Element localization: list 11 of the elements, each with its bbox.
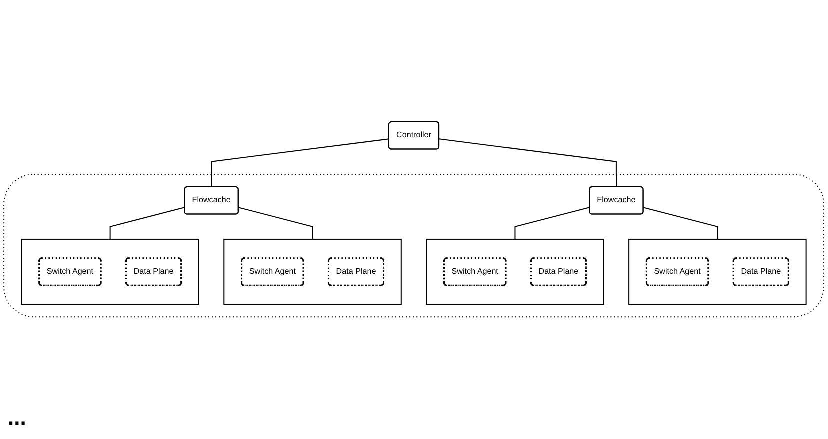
cluster [628, 238, 807, 305]
connector [238, 207, 314, 240]
cluster [224, 238, 402, 305]
cluster [21, 238, 200, 305]
connector [110, 207, 185, 240]
cluster [426, 238, 604, 305]
ellipsis-text: ... [8, 405, 26, 430]
connector [643, 207, 718, 240]
connector [211, 138, 390, 188]
connector [439, 138, 618, 188]
connector [514, 207, 590, 240]
